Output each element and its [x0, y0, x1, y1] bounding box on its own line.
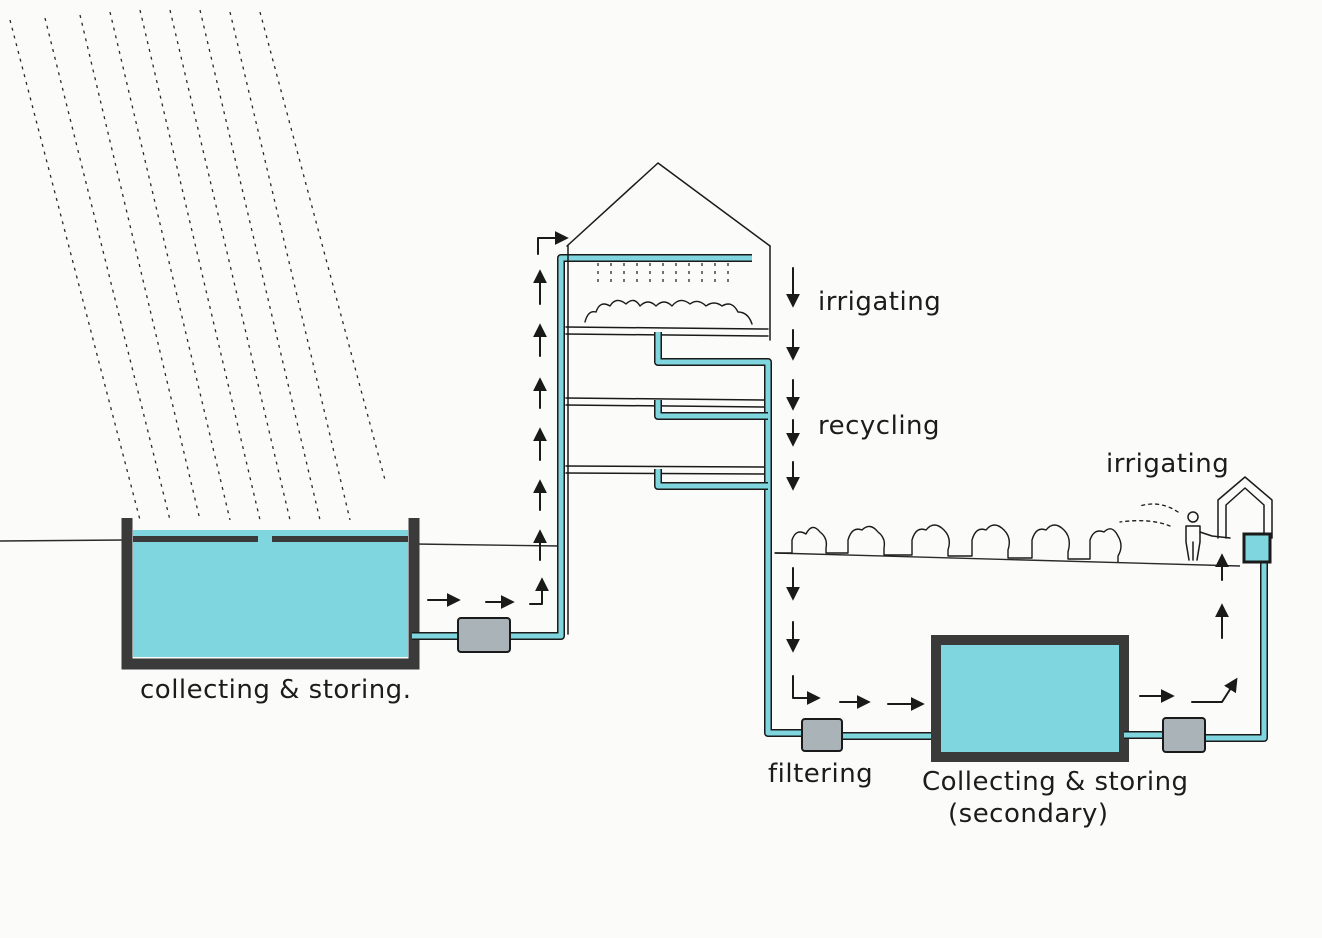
- arrow-icon: [537, 231, 569, 255]
- house-icon: [1217, 476, 1273, 564]
- label-collecting-storing-secondary: Collecting & storing: [922, 767, 1189, 797]
- building: [565, 162, 771, 635]
- label-secondary: (secondary): [948, 799, 1109, 829]
- sprinkler-drips: [597, 263, 729, 285]
- label-irrigating-roof: irrigating: [818, 287, 941, 317]
- main-tank-water: [133, 530, 408, 657]
- filter-box-icon-secondary: [801, 718, 843, 752]
- rooftop-plants-icon: [584, 299, 753, 325]
- tree-line-icon: [774, 524, 1122, 563]
- person-icon: [1119, 503, 1231, 561]
- label-irrigating-garden: irrigating: [1106, 449, 1229, 479]
- secondary-tank-water: [940, 645, 1120, 753]
- filter-box-icon: [457, 617, 511, 653]
- pipe-main-riser: [412, 254, 752, 640]
- ground-line: [0, 539, 1241, 567]
- rain: [9, 9, 386, 521]
- arrow-icon: [1191, 677, 1238, 703]
- arrow-icon: [792, 675, 821, 705]
- main-storage-tank: [121, 518, 420, 670]
- arrow-icon: [529, 577, 549, 605]
- filter-box-icon-tertiary: [1162, 717, 1206, 753]
- flow-arrows: [427, 231, 1238, 711]
- secondary-storage-tank: [931, 635, 1129, 762]
- label-collecting-storing: collecting & storing.: [140, 675, 411, 705]
- label-filtering: filtering: [768, 759, 873, 789]
- label-recycling: recycling: [818, 411, 940, 441]
- pipe-secondary-riser: [1124, 562, 1268, 742]
- pipe-recycling-drain: [654, 332, 940, 740]
